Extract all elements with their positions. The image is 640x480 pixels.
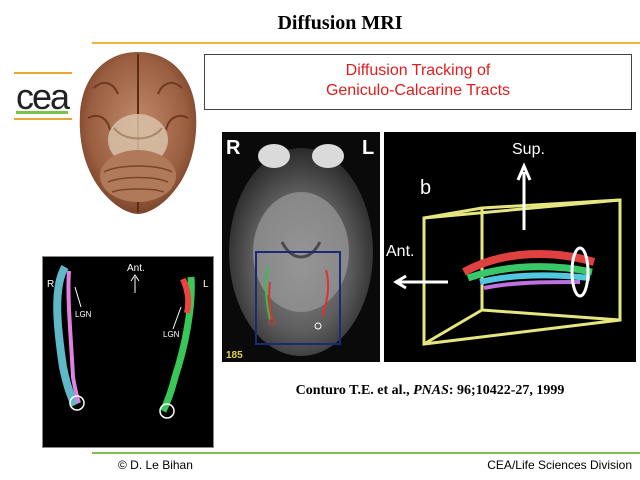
logo-rule-top bbox=[14, 72, 72, 74]
mri-axial-slice-panel: R L 185 bbox=[222, 132, 380, 362]
cea-logo: cea bbox=[16, 76, 70, 117]
lgn-pointer-left bbox=[74, 286, 82, 308]
anterior-label: Ant. bbox=[386, 243, 414, 260]
tract-right-label: R bbox=[47, 279, 54, 290]
calcarine-ring-icon bbox=[570, 246, 590, 298]
mri-right-label: R bbox=[226, 137, 241, 159]
lgn-label-right: LGN bbox=[163, 330, 180, 339]
slice-number: 185 bbox=[226, 350, 243, 361]
region-of-interest-box bbox=[255, 251, 341, 345]
figure-caption-box: Diffusion Tracking of Geniculo-Calcarine… bbox=[204, 54, 632, 110]
citation-authors: Conturo T.E. et al., bbox=[295, 383, 410, 398]
anterior-arrow-icon bbox=[393, 274, 448, 290]
calcarine-marker-right bbox=[159, 403, 175, 419]
mri-left-label: L bbox=[362, 137, 374, 159]
top-divider bbox=[92, 42, 640, 44]
calcarine-marker-left bbox=[69, 395, 85, 411]
render-panel-letter: b bbox=[420, 177, 431, 199]
tract-ant-label: Ant. bbox=[127, 263, 145, 274]
brain-specimen-photo bbox=[79, 52, 197, 214]
bottom-divider bbox=[92, 452, 640, 454]
lgn-label-left: LGN bbox=[75, 310, 92, 319]
tract-reconstruction-panel: R L Ant. LGN LGN bbox=[42, 256, 214, 448]
lgn-pointer-right bbox=[172, 306, 182, 330]
3d-tract-render-panel: b Sup. Ant. bbox=[384, 132, 636, 362]
superior-label: Sup. bbox=[512, 141, 545, 158]
caption-line-1: Diffusion Tracking of bbox=[345, 62, 491, 79]
slide-title: Diffusion MRI bbox=[277, 12, 403, 34]
footer-division: CEA/Life Sciences Division bbox=[487, 458, 632, 472]
citation: Conturo T.E. et al., PNAS: 96;10422-27, … bbox=[0, 383, 640, 399]
bounding-box-wireframe bbox=[422, 198, 622, 346]
logo-rule-bottom bbox=[14, 118, 72, 120]
citation-journal: PNAS bbox=[413, 383, 449, 398]
caption-line-2: Geniculo-Calcarine Tracts bbox=[325, 82, 511, 99]
anterior-arrow-icon bbox=[130, 274, 140, 293]
logo-accent bbox=[16, 111, 68, 114]
footer-copyright: © D. Le Bihan bbox=[118, 458, 193, 472]
citation-details: : 96;10422-27, 1999 bbox=[448, 383, 565, 398]
superior-arrow-icon bbox=[516, 162, 532, 230]
tract-left-label: L bbox=[203, 279, 209, 290]
